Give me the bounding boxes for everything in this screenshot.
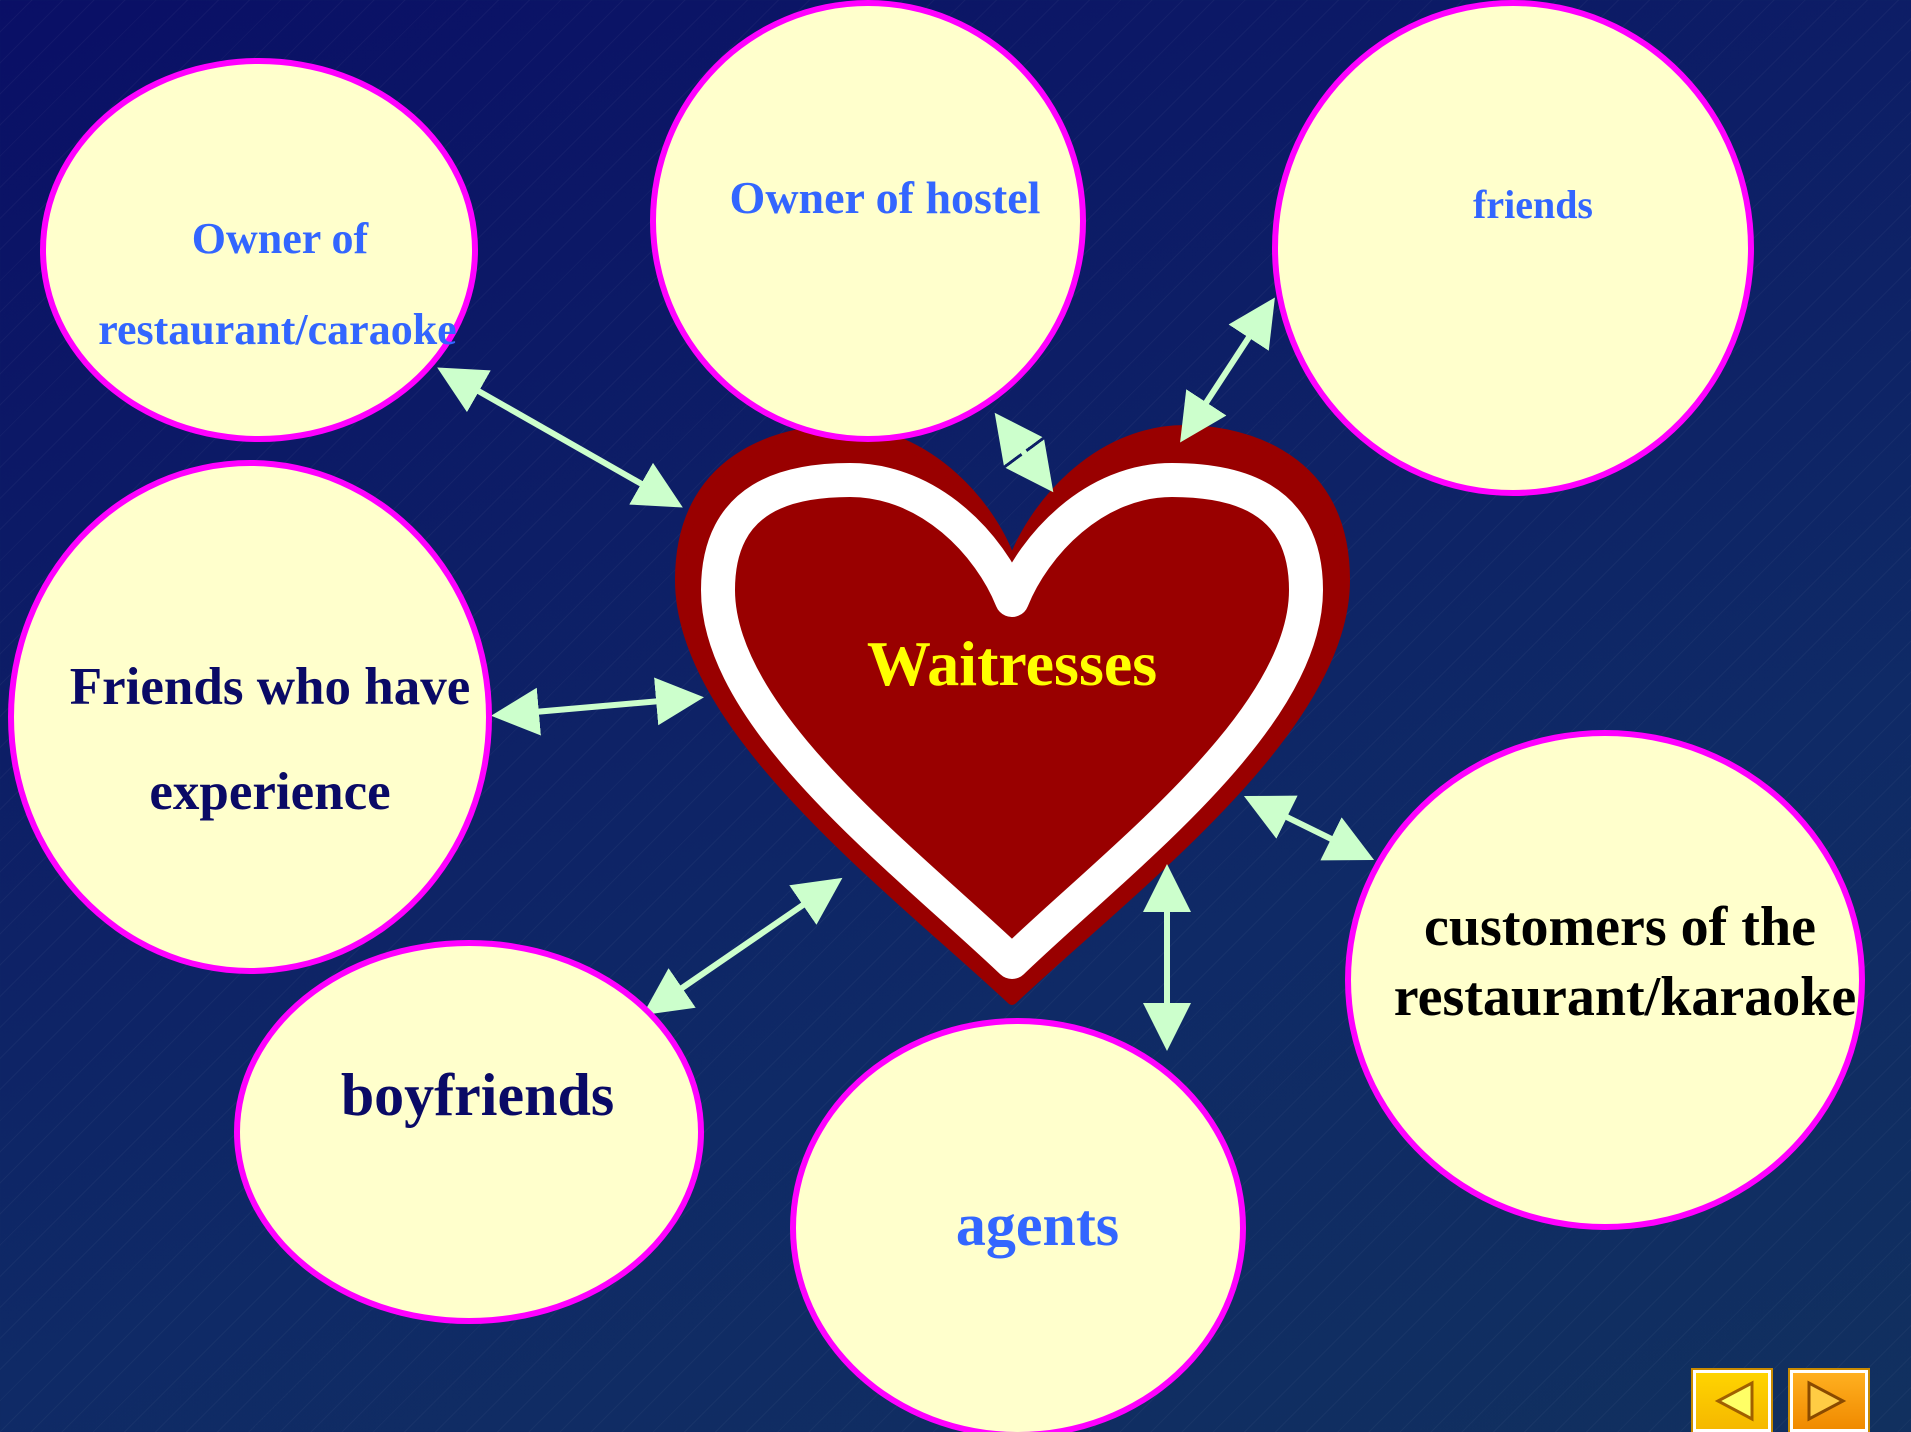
next-slide-button[interactable] xyxy=(1788,1368,1870,1432)
label-friends: friends xyxy=(1473,182,1593,227)
label-boyfriends: boyfriends xyxy=(340,1062,615,1128)
node-agents xyxy=(790,1018,1246,1432)
node-owner-hostel xyxy=(650,0,1086,442)
heart-shape xyxy=(675,425,1350,1005)
label-friends-experience-line1: Friends who have xyxy=(69,658,471,716)
connector-arrows xyxy=(437,297,1375,1051)
arrow-friends xyxy=(1180,297,1275,443)
label-owner-restaurant-line2: restaurant/caraoke xyxy=(98,305,457,354)
node-friends-experience xyxy=(8,460,492,974)
triangle-left-icon xyxy=(1714,1380,1754,1422)
label-agents: agents xyxy=(955,1192,1120,1258)
label-friends-experience-line2: experience xyxy=(149,763,391,821)
arrow-friends-experience xyxy=(491,677,704,736)
previous-slide-button[interactable] xyxy=(1691,1368,1773,1432)
node-friends xyxy=(1272,0,1754,496)
label-owner-hostel: Owner of hostel xyxy=(729,172,1041,223)
label-customers-line1: customers of the xyxy=(1424,896,1816,958)
arrow-owner-hostel xyxy=(994,412,1054,493)
label-owner-restaurant-line1: Owner of xyxy=(191,214,369,263)
node-owner-restaurant xyxy=(40,58,478,442)
node-customers xyxy=(1345,730,1865,1230)
arrow-boyfriends xyxy=(642,877,843,1016)
arrow-customers xyxy=(1243,795,1375,861)
label-customers-line2: restaurant/karaoke xyxy=(1393,966,1857,1028)
center-label: Waitresses xyxy=(866,628,1158,699)
node-boyfriends xyxy=(234,940,704,1324)
triangle-right-icon xyxy=(1807,1380,1847,1422)
arrow-owner-restaurant xyxy=(437,367,683,508)
